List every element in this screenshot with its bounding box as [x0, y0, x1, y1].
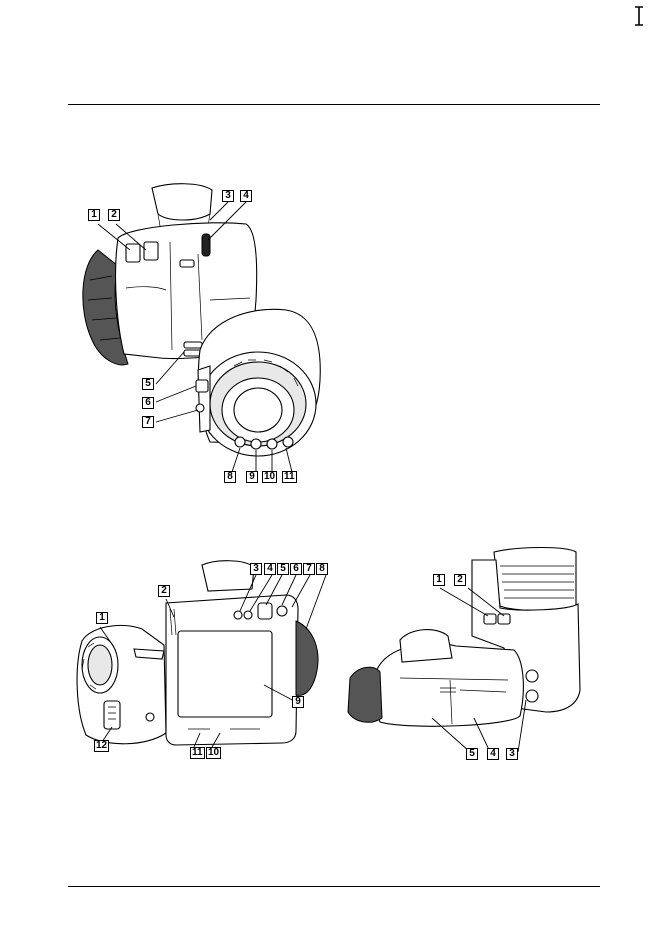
bottom-callout: 3	[506, 748, 518, 760]
front-callout: 8	[224, 471, 236, 483]
rear-callout: 7	[303, 563, 315, 575]
front-callout: 6	[142, 397, 154, 409]
figure-front-view: 1 2 3 4 5 6 7 8 9 10 11	[60, 180, 360, 490]
rear-callout: 3	[250, 563, 262, 575]
header-rule	[68, 104, 600, 105]
rear-callout: 8	[316, 563, 328, 575]
rear-callout: 4	[264, 563, 276, 575]
figure-bottom-view: 1 2 3 4 5	[340, 540, 590, 765]
rear-callout: 11	[190, 747, 205, 759]
touch-screen	[178, 631, 272, 717]
rear-callout: 2	[158, 585, 170, 597]
bottom-callout: 5	[466, 748, 478, 760]
eyecup	[400, 630, 452, 662]
eyecup	[152, 184, 212, 220]
bottom-callout: 2	[454, 574, 466, 586]
front-callout: 9	[246, 471, 258, 483]
hand-strap	[296, 621, 318, 695]
front-callout: 3	[222, 190, 234, 202]
front-callout: 4	[240, 190, 252, 202]
figure-rear-view: 1 2 3 4 5 6 7 8 9 10 11 12	[60, 555, 340, 765]
bottom-callout: 1	[433, 574, 445, 586]
front-callout: 10	[262, 471, 277, 483]
rear-callout: 9	[292, 696, 304, 708]
hand-strap	[348, 667, 382, 722]
front-callout: 5	[142, 378, 154, 390]
front-callout: 2	[108, 209, 120, 221]
lens-barrel	[494, 548, 576, 611]
bottom-callout: 4	[487, 748, 499, 760]
rear-callout: 6	[290, 563, 302, 575]
rear-callout: 1	[96, 612, 108, 624]
camera-front-illustration	[60, 180, 360, 490]
eyecup	[202, 561, 254, 591]
page-number-mark	[632, 5, 646, 27]
footer-rule	[68, 886, 600, 887]
front-callout: 1	[88, 209, 100, 221]
rear-callout: 5	[277, 563, 289, 575]
front-callout: 7	[142, 416, 154, 428]
front-callout: 11	[282, 471, 297, 483]
rear-callout: 12	[94, 740, 109, 752]
rear-callout: 10	[206, 747, 221, 759]
camera-rear-illustration	[60, 555, 340, 765]
